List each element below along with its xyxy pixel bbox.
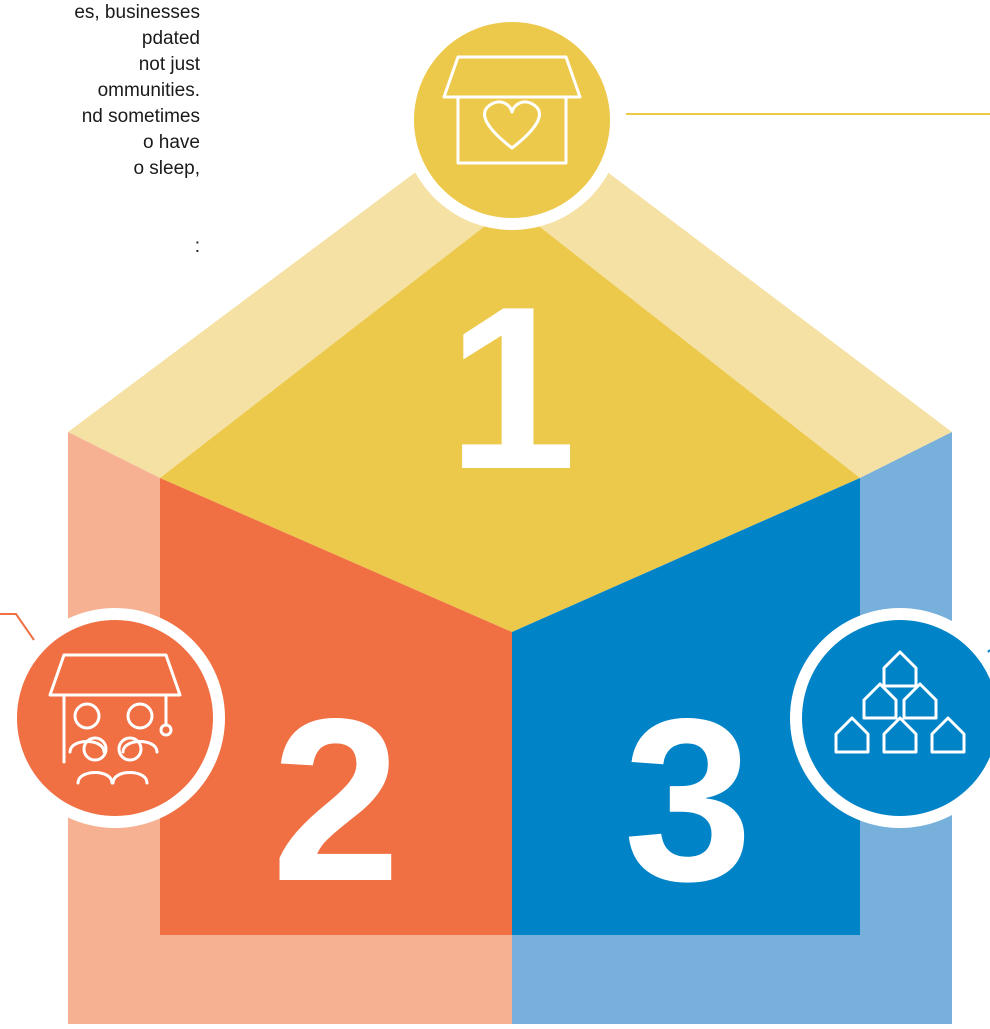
segment-3-badge [790, 608, 990, 828]
house-family-icon [48, 653, 182, 785]
segment-3-number: 3 [623, 671, 752, 930]
intro-paragraph: es, businesses pdated not just ommunitie… [0, 0, 200, 260]
intro-line: : [194, 236, 200, 257]
segment-3-area [512, 478, 860, 935]
intro-line: pdated [141, 28, 200, 49]
intro-line: o have [142, 132, 200, 153]
segment-1-number: 1 [447, 259, 576, 518]
intro-line: ommunities. [97, 80, 200, 101]
intro-line [0, 182, 200, 208]
intro-line: not just [138, 54, 200, 75]
segment-1-badge [402, 10, 622, 230]
intro-line: es, businesses [74, 2, 200, 23]
stacked-houses-icon [834, 650, 966, 754]
segment-2-connector [0, 613, 35, 641]
house-heart-icon [442, 55, 582, 165]
segment-2-area [160, 478, 512, 935]
segment-2-number: 2 [271, 671, 400, 930]
intro-line [0, 208, 200, 234]
segment-1-area [160, 205, 860, 632]
intro-line: nd sometimes [81, 106, 200, 127]
intro-line: o sleep, [133, 158, 200, 179]
segment-2-badge [5, 608, 225, 828]
